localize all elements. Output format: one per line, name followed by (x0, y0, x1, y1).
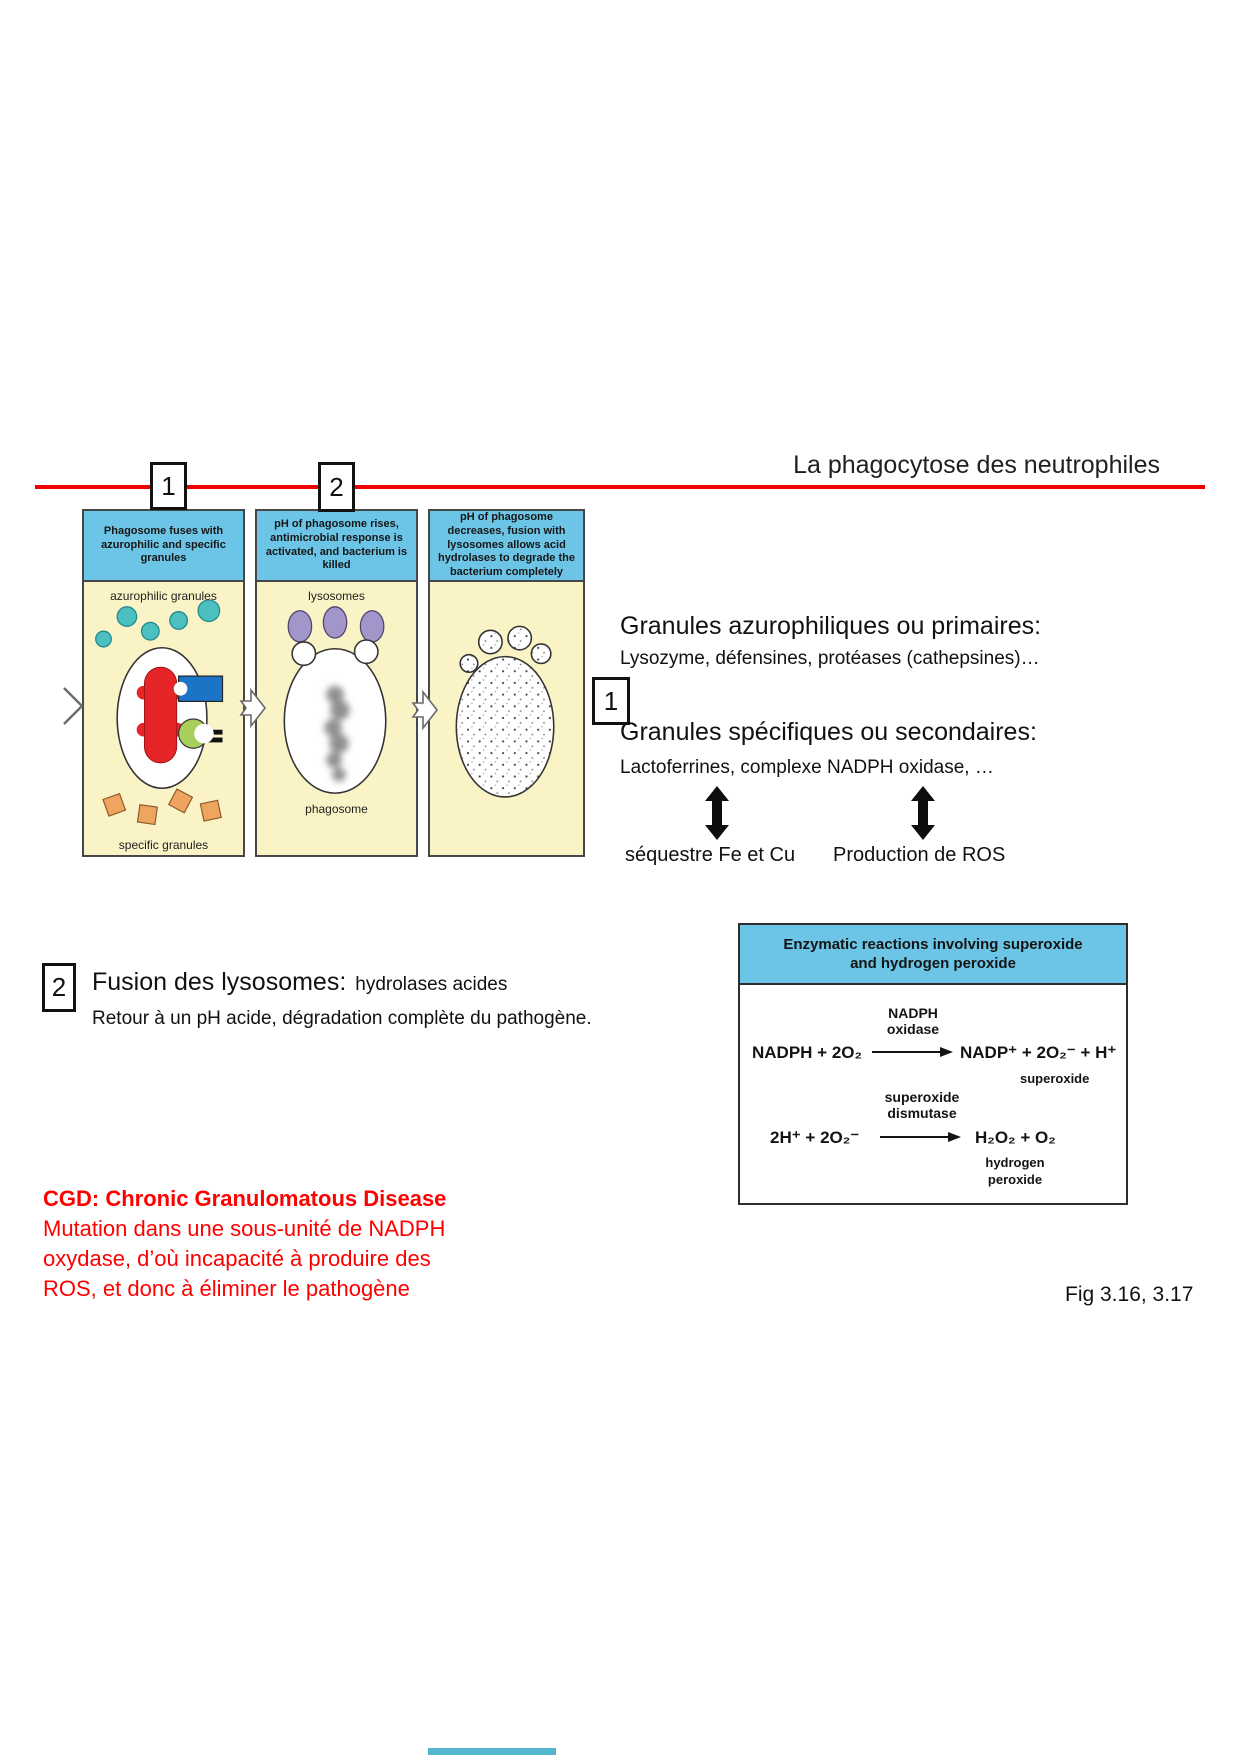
step-marker-1-side: 1 (592, 677, 630, 725)
lactoferrin-effect-text: séquestre Fe et Cu (625, 844, 796, 866)
step-marker-1-top: 1 (150, 462, 187, 510)
next-slide-edge (428, 1748, 556, 1755)
primary-granules-detail: Lysozyme, défensines, protéases (catheps… (620, 648, 1040, 669)
figure-panel-granule-fusion: Phagosome fuses with azurophilic and spe… (82, 509, 245, 857)
step-marker-2-side: 2 (42, 963, 76, 1012)
fusion-heading: Fusion des lysosomes: (92, 968, 347, 996)
eq1-enzyme-label: NADPH oxidase (886, 1005, 940, 1038)
hydrogen-peroxide-label: hydrogen peroxide (985, 1155, 1045, 1187)
cgd-line3: ROS, et donc à éliminer le pathogène (43, 1275, 410, 1301)
panel-3-header: pH of phagosome decreases, fusion with l… (430, 511, 583, 582)
fusion-heading-line: Fusion des lysosomes: hydrolases acides (92, 968, 507, 997)
specific-granules-label: specific granules (118, 838, 209, 852)
figure-panel-bacterium-killed: pH of phagosome rises, antimicrobial res… (255, 509, 418, 857)
updown-arrow-icon (911, 786, 935, 840)
eq2-reactants: 2H⁺ + 2O₂⁻ (770, 1128, 860, 1147)
phagosome-label: phagosome (305, 802, 368, 816)
panel-2-header: pH of phagosome rises, antimicrobial res… (257, 511, 416, 582)
azurophilic-granules-label: azurophilic granules (110, 589, 217, 603)
panel-1-header: Phagosome fuses with azurophilic and spe… (84, 511, 243, 582)
enz-header-line1: Enzymatic reactions involving superoxide (783, 935, 1083, 953)
figure-reference-caption: Fig 3.16, 3.17 (1065, 1283, 1194, 1306)
step-marker-2-top: 2 (318, 462, 355, 512)
page-title: La phagocytose des neutrophiles (793, 451, 1160, 479)
superoxide-label: superoxide (1020, 1071, 1090, 1086)
eq1-products: NADP⁺ + 2O₂⁻ + H⁺ (960, 1043, 1117, 1062)
enz-header-line2: and hydrogen peroxide (850, 955, 1016, 972)
enzymatic-reactions-figure: Enzymatic reactions involving superoxide… (738, 923, 1128, 1205)
enzymatic-figure-body: NADPH oxidase NADPH + 2O₂ NADP⁺ + 2O₂⁻ +… (740, 985, 1126, 1203)
fusion-heading-detail: hydrolases acides (355, 974, 508, 995)
phagosome-fusion-drawing (95, 599, 224, 826)
updown-arrow-icon (705, 786, 729, 840)
eq2-enzyme-label: superoxide dismutase (884, 1089, 960, 1122)
flow-arrow-icon (411, 689, 439, 731)
cgd-line2: oxydase, d’où incapacité à produire des (43, 1245, 431, 1271)
title-underline-rule (35, 485, 1205, 489)
cgd-line1: Mutation dans une sous-unité de NADPH (43, 1215, 446, 1241)
panel-1-illustration: azurophilic granules (84, 582, 243, 855)
lysosomes-label: lysosomes (308, 589, 365, 603)
flow-chevron-icon (63, 687, 84, 725)
flow-arrow-icon (239, 687, 267, 729)
reaction-arrow-icon (872, 1047, 953, 1057)
reaction-arrow-icon (880, 1132, 961, 1142)
degraded-phagosome-drawing (455, 625, 555, 798)
fusion-detail-line: Retour à un pH acide, dégradation complè… (92, 1008, 592, 1029)
enzymatic-figure-header: Enzymatic reactions involving superoxide… (740, 925, 1126, 985)
nadph-effect-text: Production de ROS (833, 844, 1006, 866)
eq1-reactants: NADPH + 2O₂ (752, 1043, 863, 1062)
cgd-title: CGD: Chronic Granulomatous Disease (43, 1186, 447, 1211)
panel-3-illustration (430, 582, 583, 855)
panel-2-illustration: lysosomes phagosome (257, 582, 416, 855)
cgd-note: CGD: Chronic Granulomatous Disease Mutat… (43, 1184, 446, 1304)
secondary-granules-detail: Lactoferrines, complexe NADPH oxidase, … (620, 757, 994, 778)
eq2-products: H₂O₂ + O₂ (975, 1128, 1056, 1147)
primary-granules-heading: Granules azurophiliques ou primaires: (620, 612, 1042, 640)
figure-panel-degradation: pH of phagosome decreases, fusion with l… (428, 509, 585, 857)
phagosome-killing-drawing (283, 606, 387, 794)
secondary-granules-heading: Granules spécifiques ou secondaires: (620, 718, 1037, 746)
